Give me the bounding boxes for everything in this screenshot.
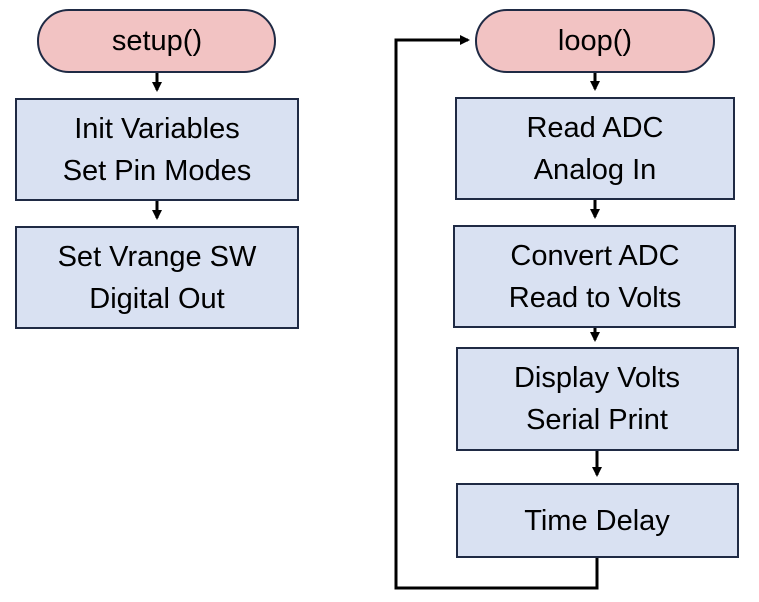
- node-delay-line-1: Time Delay: [524, 505, 670, 537]
- node-display: Display Volts Serial Print: [456, 347, 739, 451]
- node-vrange-line-1: Set Vrange SW: [58, 241, 257, 273]
- node-read-adc-line-1: Read ADC: [526, 112, 663, 144]
- edge-delay-loop-back: [394, 35, 599, 590]
- node-convert-line-1: Convert ADC: [510, 240, 679, 272]
- node-delay: Time Delay: [456, 483, 739, 558]
- node-init-line-2: Set Pin Modes: [63, 155, 252, 187]
- node-init: Init Variables Set Pin Modes: [15, 98, 299, 201]
- node-display-line-1: Display Volts: [514, 362, 680, 394]
- node-read-adc: Read ADC Analog In: [455, 97, 735, 200]
- node-loop: loop(): [475, 9, 715, 73]
- node-vrange: Set Vrange SW Digital Out: [15, 226, 299, 329]
- node-setup: setup(): [37, 9, 276, 73]
- node-read-adc-line-2: Analog In: [534, 154, 657, 186]
- node-setup-line-1: setup(): [112, 25, 202, 57]
- node-convert: Convert ADC Read to Volts: [453, 225, 736, 328]
- node-init-line-1: Init Variables: [74, 113, 240, 145]
- node-convert-line-2: Read to Volts: [509, 282, 682, 314]
- node-loop-line-1: loop(): [558, 25, 632, 57]
- node-display-line-2: Serial Print: [526, 404, 668, 436]
- node-vrange-line-2: Digital Out: [89, 283, 224, 315]
